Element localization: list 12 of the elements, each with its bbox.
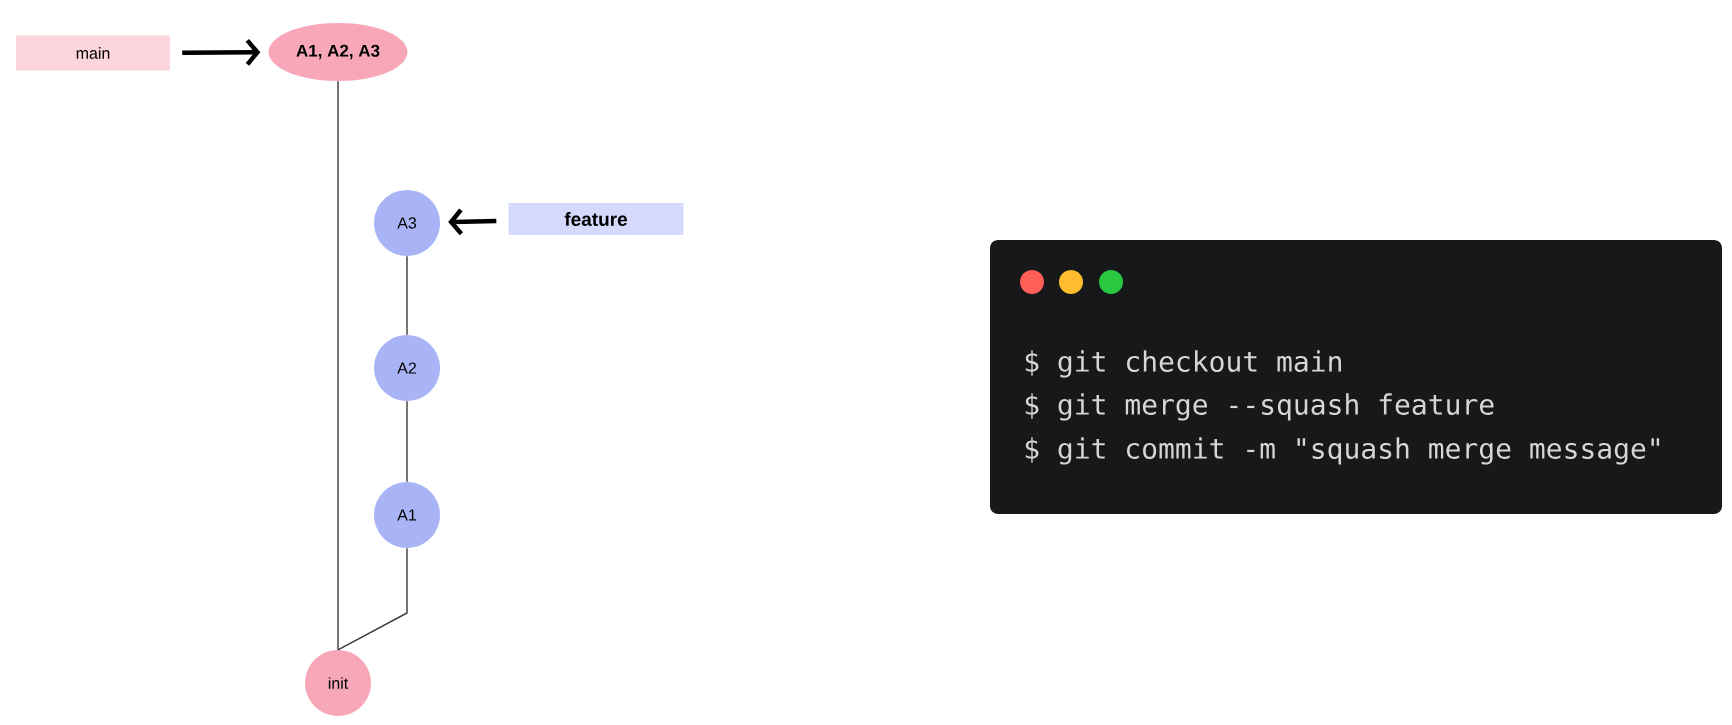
history-line (337, 547, 408, 651)
branch-label: main (16, 35, 170, 71)
arrow (182, 38, 261, 66)
branch-label: feature (508, 203, 684, 235)
arrow (448, 208, 497, 236)
code-line: $ git commit -m "squash merge message" (1025, 437, 1660, 465)
terminal-window (990, 240, 1722, 514)
code-line: $ git checkout main (1025, 350, 1341, 378)
history-line (406, 255, 408, 336)
history-line (406, 400, 408, 483)
history-line (337, 80, 339, 651)
code-line: $ git merge --squash feature (1025, 393, 1494, 421)
